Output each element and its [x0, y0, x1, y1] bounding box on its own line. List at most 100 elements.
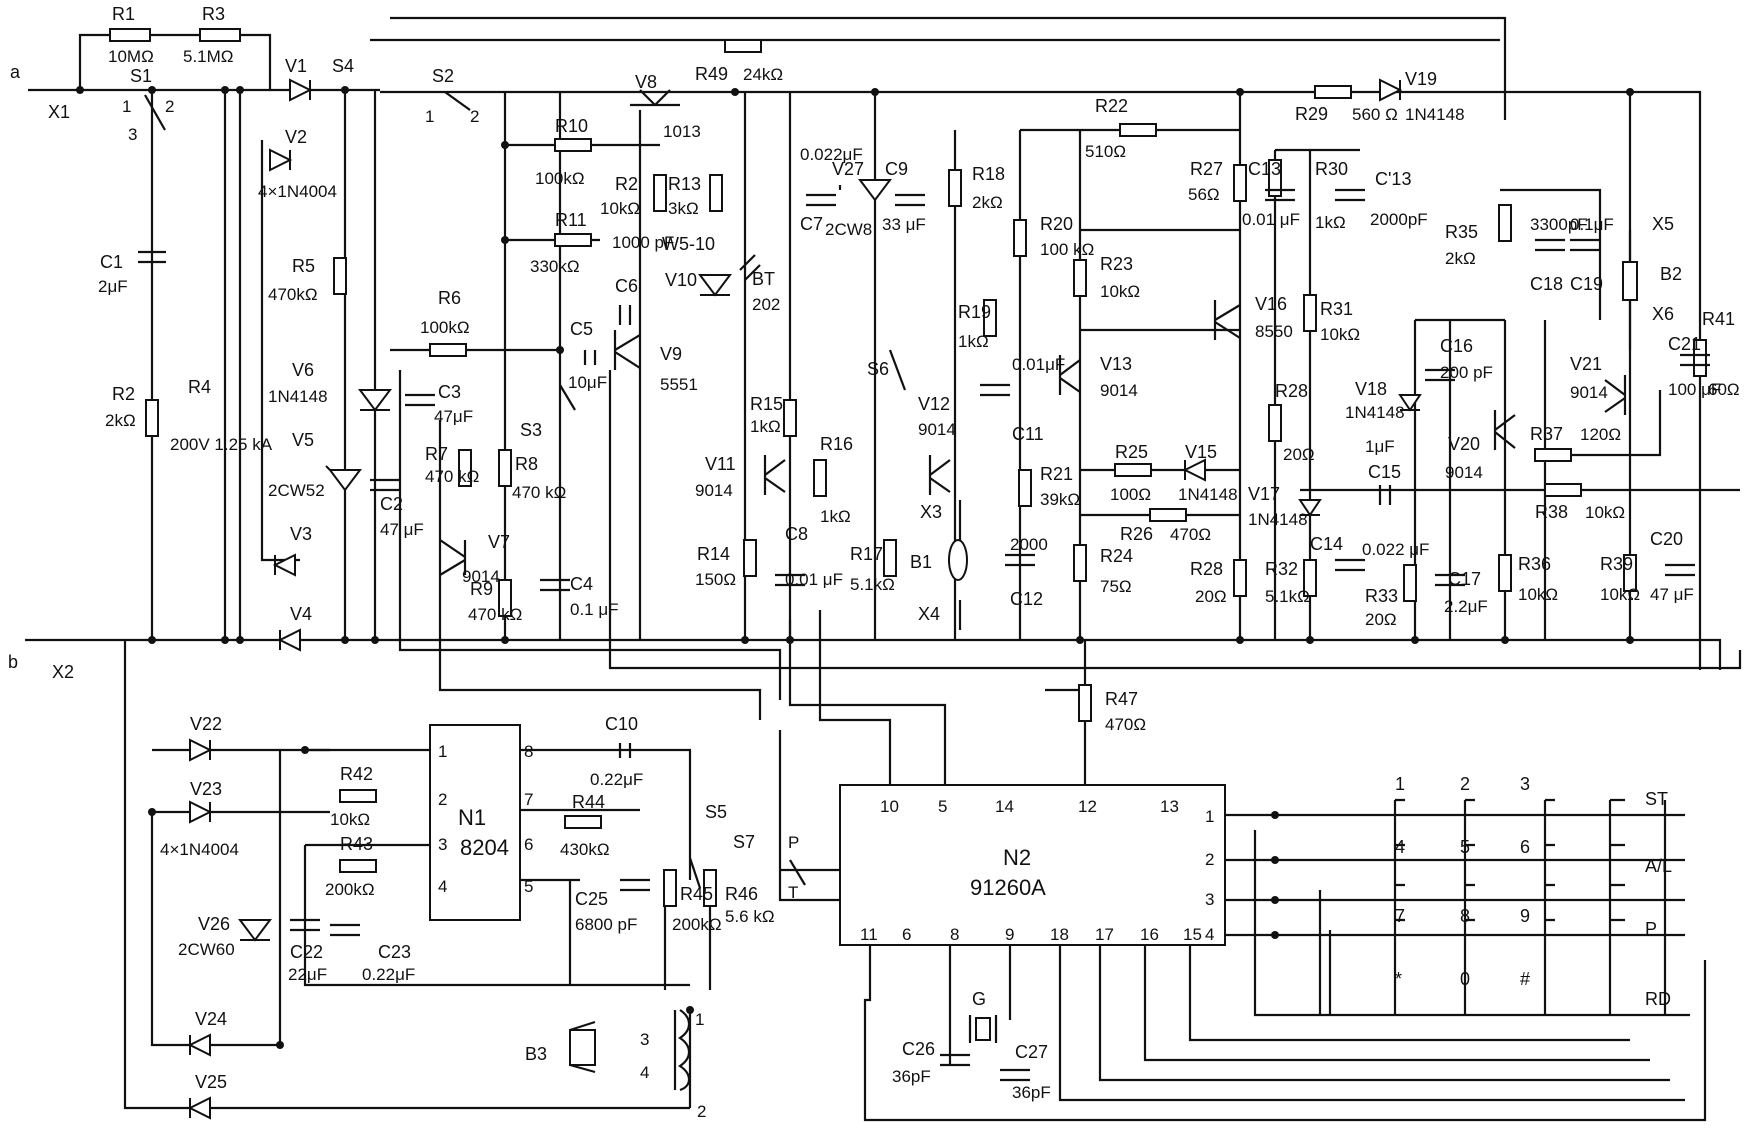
s3-ref: S3 [520, 420, 542, 440]
r13-value: 3kΩ [668, 199, 699, 218]
n1-pin-r7: 7 [524, 790, 533, 809]
c26-ref: C26 [902, 1039, 935, 1059]
v16-value: 8550 [1255, 322, 1293, 341]
s7-pin-p: P [788, 833, 799, 852]
w5-10-ref: W5-10 [662, 234, 715, 254]
s7-pin-t: T [788, 883, 798, 902]
v4-ref: V4 [290, 604, 312, 624]
v3-ref: V3 [290, 524, 312, 544]
keypad: 1 2 3 4 5 6 7 8 9 * 0 # ST A/L P RD [1395, 774, 1672, 1009]
c21-ref: C21 [1668, 334, 1701, 354]
n2-pin-10: 10 [880, 797, 899, 816]
diode-labels: V1 V2 4×1N4004 V3 V4 V5 2CW52 V6 1N4148 … [160, 56, 1465, 1092]
c1-ref: C1 [100, 252, 123, 272]
c20-ref: C20 [1650, 529, 1683, 549]
r24-ref: R24 [1100, 546, 1133, 566]
r49-ref: R49 [695, 64, 728, 84]
r7-ref: R7 [425, 444, 448, 464]
r32-ref: R31 [1320, 299, 1353, 319]
r46-ref: R45 [680, 884, 713, 904]
v19-value: 1N4148 [1405, 105, 1465, 124]
r10-ref: R10 [555, 116, 588, 136]
v13-value: 9014 [1100, 381, 1138, 400]
c25-ref: C25 [575, 889, 608, 909]
r24-value: 75Ω [1100, 577, 1132, 596]
r28-value: 20Ω [1195, 587, 1227, 606]
v23-value: 4×1N4004 [160, 840, 239, 859]
c22-ref: C22 [290, 942, 323, 962]
c10-ref: C10 [605, 714, 638, 734]
v15-value: 1N4148 [1178, 485, 1238, 504]
v1-ref: V1 [285, 56, 307, 76]
r4-ref: R4 [188, 377, 211, 397]
r9-ref: R9 [470, 579, 493, 599]
v18-value: 1N4148 [1345, 403, 1405, 422]
r1-value: 10MΩ [108, 47, 154, 66]
r30-ref: R29 [1295, 104, 1328, 124]
s1-ref: S1 [130, 66, 152, 86]
ic-n2: N2 91260A 10 5 14 12 13 1 2 3 4 11 6 8 9… [839, 784, 1226, 946]
key-0: 0 [1460, 969, 1470, 989]
x6-ref: X6 [1652, 304, 1674, 324]
v27-ref: V27 [832, 159, 864, 179]
c4-ref: C4 [570, 574, 593, 594]
x5-ref: X5 [1652, 214, 1674, 234]
r1-ref: R1 [112, 4, 135, 24]
n2-pin-18: 18 [1050, 925, 1069, 944]
v9-ref: V9 [660, 344, 682, 364]
c23-ref: C23 [378, 942, 411, 962]
s7-ref: S7 [733, 832, 755, 852]
c9-ref: C9 [885, 159, 908, 179]
r5-ref: R5 [292, 256, 315, 276]
r22-value: 510Ω [1085, 142, 1126, 161]
c10-value: 0.22μF [590, 770, 643, 789]
r15-ref: R15 [750, 394, 783, 414]
c11-ref: C11 [1012, 424, 1044, 444]
r31-value: 1kΩ [1315, 213, 1346, 232]
r3-ref: R3 [202, 4, 225, 24]
r10-value: 100kΩ [535, 169, 585, 188]
v21-value: 9014 [1570, 383, 1608, 402]
c18-value: 3300pF [1530, 215, 1588, 234]
misc-labels: W5-10 BT 202 B1 B2 B3 1 2 3 4 G X3 X4 X5… [525, 214, 1682, 1121]
c27-ref: C27 [1015, 1042, 1048, 1062]
c26-value: 36pF [892, 1067, 931, 1086]
r17-ref: R17 [850, 544, 883, 564]
c5-value: 10μF [568, 373, 607, 392]
v12-ref: V12 [918, 394, 950, 414]
r43-value: 10kΩ [330, 810, 370, 829]
r36-value: 2kΩ [1445, 249, 1476, 268]
r45-ref: R44 [572, 792, 605, 812]
c19-value: 0.1μF [1570, 215, 1614, 234]
n1-pin-l2: 2 [438, 790, 447, 809]
r9-value: 470 kΩ [468, 605, 522, 624]
n2-pin-3: 3 [1205, 890, 1214, 909]
r19-value: 1kΩ [958, 332, 989, 351]
r8-ref: R8 [515, 454, 538, 474]
b3-ref: B3 [525, 1044, 547, 1064]
v21-ref: V21 [1570, 354, 1602, 374]
b3-pin-1: 1 [695, 1010, 704, 1029]
r19-ref: R19 [958, 302, 991, 322]
c13b-value: 2000pF [1370, 210, 1428, 229]
r13-ref: R13 [668, 174, 701, 194]
v8-value: 1013 [663, 122, 701, 141]
r29-value: 20Ω [1283, 445, 1315, 464]
v25-ref: V25 [195, 1072, 227, 1092]
r18-value: 2kΩ [972, 193, 1003, 212]
v5-value: 2CW52 [268, 481, 325, 500]
v13-ref: V13 [1100, 354, 1132, 374]
s1-pin-1: 1 [122, 97, 131, 116]
v26-value: 2CW60 [178, 940, 235, 959]
r45-value: 430kΩ [560, 840, 610, 859]
b1-ref: B1 [910, 552, 932, 572]
c8-value: 0.01 μF [785, 570, 843, 589]
c20-value: 47 μF [1650, 585, 1694, 604]
s1-pin-3: 3 [128, 125, 137, 144]
c13b-ref: C'13 [1375, 169, 1411, 189]
r8-value: 470 kΩ [512, 483, 566, 502]
r27-value: 56Ω [1188, 185, 1220, 204]
key-st: ST [1645, 789, 1668, 809]
ic-n1: N1 8204 1 2 3 4 8 7 6 5 [429, 724, 533, 921]
